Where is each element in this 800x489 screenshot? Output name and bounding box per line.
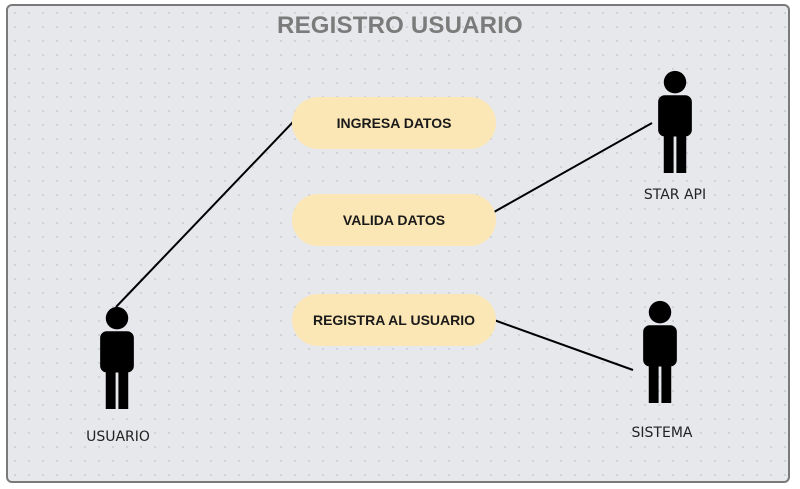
person-icon [643, 300, 677, 403]
actor-sistema[interactable]: SISTEMA [632, 300, 693, 441]
use-case-label: INGRESA DATOS [337, 115, 452, 131]
person-icon [100, 306, 134, 409]
actor-star-api[interactable]: STAR API [644, 70, 706, 203]
use-case-registra-usuario[interactable]: REGISTRA AL USUARIO [292, 294, 496, 346]
actor-label: STAR API [644, 187, 706, 203]
actor-usuario[interactable]: USUARIO [86, 306, 150, 445]
use-case-label: REGISTRA AL USUARIO [313, 312, 475, 328]
actor-label: USUARIO [86, 429, 150, 445]
association-sistema-registra-usuario [493, 319, 634, 371]
use-case-ingresa-datos[interactable]: INGRESA DATOS [292, 97, 496, 149]
association-usuario-ingresa-datos [115, 121, 294, 308]
use-case-valida-datos[interactable]: VALIDA DATOS [292, 194, 496, 246]
person-icon [658, 70, 692, 173]
diagram-title: REGISTRO USUARIO [277, 12, 523, 39]
use-case-label: VALIDA DATOS [343, 212, 445, 228]
association-star-api-valida-datos [493, 122, 653, 213]
actor-label: SISTEMA [632, 425, 693, 441]
